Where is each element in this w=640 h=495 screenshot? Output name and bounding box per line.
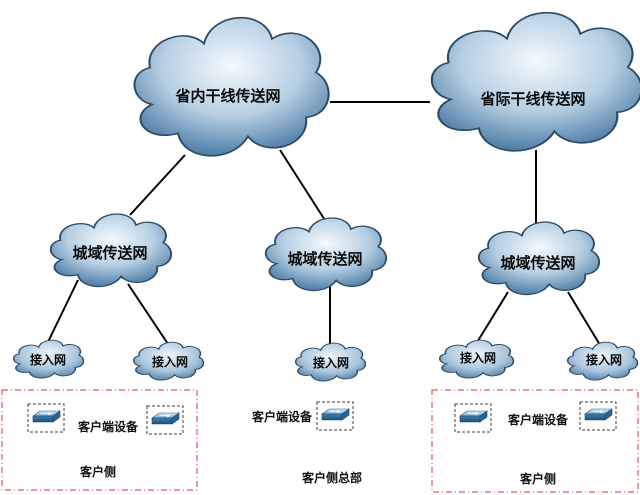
customer-device-label-left: 客户端设备 <box>77 419 139 434</box>
customer-side-label-left: 客户侧 <box>79 464 116 479</box>
international-backbone-label: 省际干线传送网 <box>479 90 585 108</box>
metro-right-label: 城域传送网 <box>500 254 575 272</box>
customer-hq-label: 客户侧总部 <box>301 470 362 485</box>
link-metro-left-access-1 <box>47 279 79 343</box>
link-metro-left-access-2 <box>127 283 169 345</box>
switch-icon-right-2 <box>579 401 617 431</box>
customer-side-label-right: 客户侧 <box>519 471 556 486</box>
access-5-label: 接入网 <box>586 352 622 367</box>
access-3-label: 接入网 <box>313 355 349 370</box>
customer-device-label-right: 客户端设备 <box>507 412 569 427</box>
switch-icon-left-1 <box>27 403 65 433</box>
link-backbone-metro-left <box>129 154 186 216</box>
access-4-label: 接入网 <box>460 350 496 365</box>
switch-icon-left-2 <box>146 405 184 435</box>
link-metro-right-access-1 <box>475 291 509 345</box>
link-metro-right-access-2 <box>567 291 601 346</box>
network-links <box>47 101 601 346</box>
access-2-label: 接入网 <box>152 354 188 369</box>
customer-side-right-border <box>431 389 639 493</box>
customer-side-left-border <box>1 389 198 491</box>
metro-left-label: 城域传送网 <box>72 244 147 262</box>
switch-icon-right-1 <box>454 403 492 433</box>
cloud-icon-international-backbone <box>432 13 640 151</box>
access-1-label: 接入网 <box>30 352 66 367</box>
link-backbone-metro-middle <box>279 149 331 229</box>
provincial-backbone-label: 省内干线传送网 <box>174 87 280 105</box>
customer-device-label-middle: 客户端设备 <box>251 409 313 424</box>
metro-middle-label: 城域传送网 <box>287 250 362 268</box>
switch-icon-middle <box>316 401 354 431</box>
